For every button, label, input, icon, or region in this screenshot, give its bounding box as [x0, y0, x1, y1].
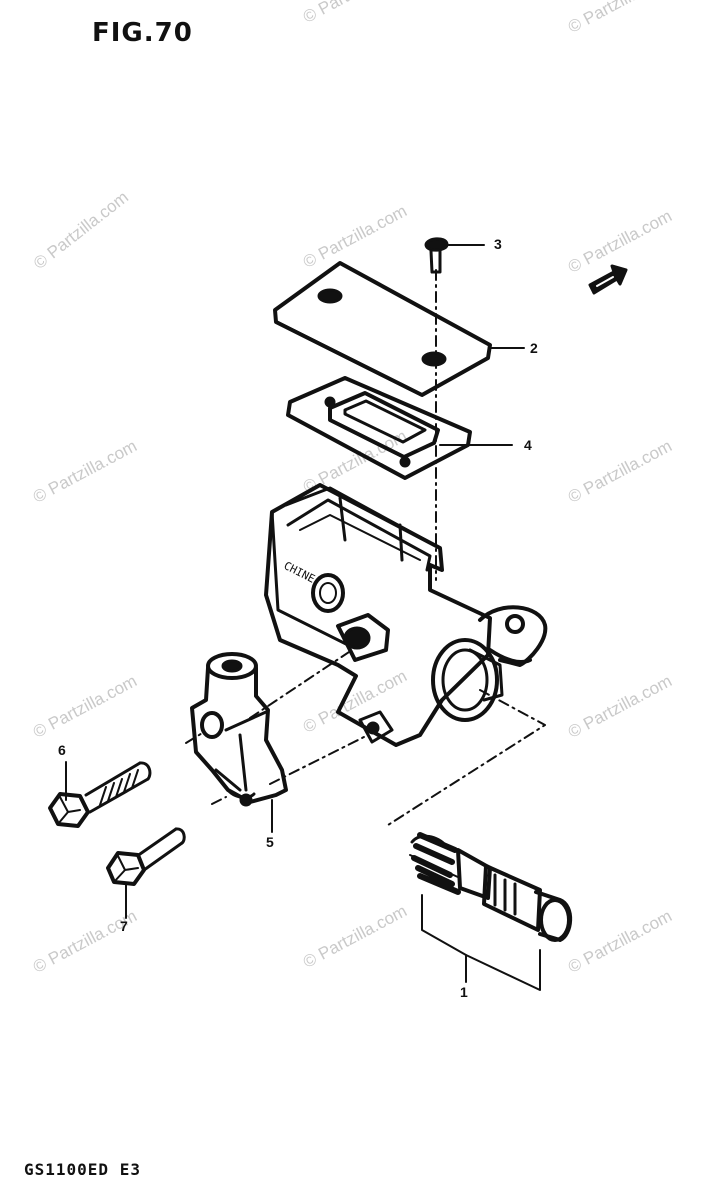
part-1-piston-assembly — [409, 832, 573, 942]
callout-2: 2 — [530, 340, 538, 356]
part-2-reservoir-cap — [273, 261, 492, 397]
part-4-diaphragm-plate — [286, 376, 472, 480]
callout-1: 1 — [460, 984, 468, 1000]
model-code: GS1100ED E3 — [24, 1160, 141, 1179]
figure-title: FIG.70 — [92, 18, 193, 48]
callout-4: 4 — [524, 437, 532, 453]
part-5-lever-bracket — [190, 652, 288, 807]
master-cylinder-body: CHINE — [264, 483, 548, 747]
part-6-long-bolt — [48, 761, 152, 828]
callout-leader-lines — [65, 244, 541, 991]
callout-3: 3 — [494, 236, 502, 252]
part-7-short-bolt — [106, 827, 186, 886]
front-direction-arrow-icon — [588, 264, 628, 295]
assembly-centerlines — [185, 269, 546, 826]
part-3-screw — [424, 237, 449, 274]
callout-7: 7 — [120, 918, 128, 934]
body-marking: CHINE — [282, 559, 317, 586]
callout-6: 6 — [58, 742, 66, 758]
callout-5: 5 — [266, 834, 274, 850]
